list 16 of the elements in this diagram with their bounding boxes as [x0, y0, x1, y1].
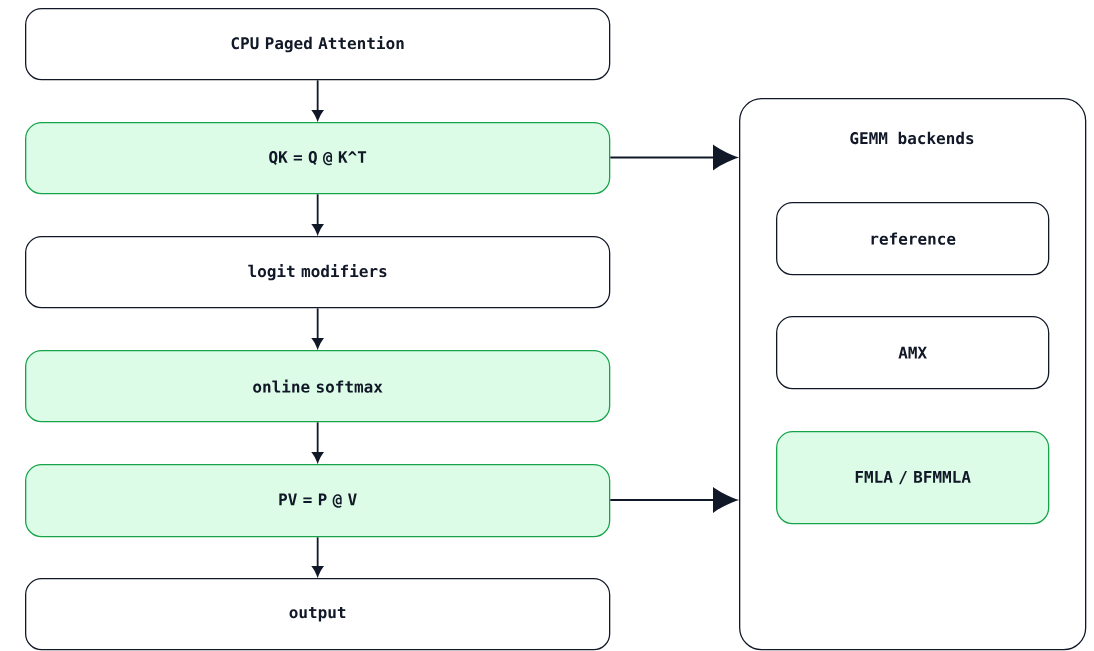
- process-box: output: [25, 578, 611, 651]
- process-box: AMX: [776, 316, 1050, 390]
- arrow: [610, 145, 737, 170]
- arrow: [610, 488, 737, 512]
- arrow: [312, 193, 324, 235]
- arrow: [312, 536, 324, 577]
- arrow: [312, 421, 324, 463]
- arrow: [312, 79, 324, 121]
- process-box: FMLA / BFMMLA: [776, 431, 1050, 525]
- process-box: QK = Q @ K^T: [25, 122, 611, 195]
- process-box: online softmax: [25, 350, 611, 423]
- process-box: reference: [776, 202, 1050, 276]
- arrow: [312, 307, 324, 349]
- process-box: CPU Paged Attention: [25, 8, 611, 81]
- process-box: logit modifiers: [25, 236, 611, 309]
- process-box: PV = P @ V: [25, 464, 611, 538]
